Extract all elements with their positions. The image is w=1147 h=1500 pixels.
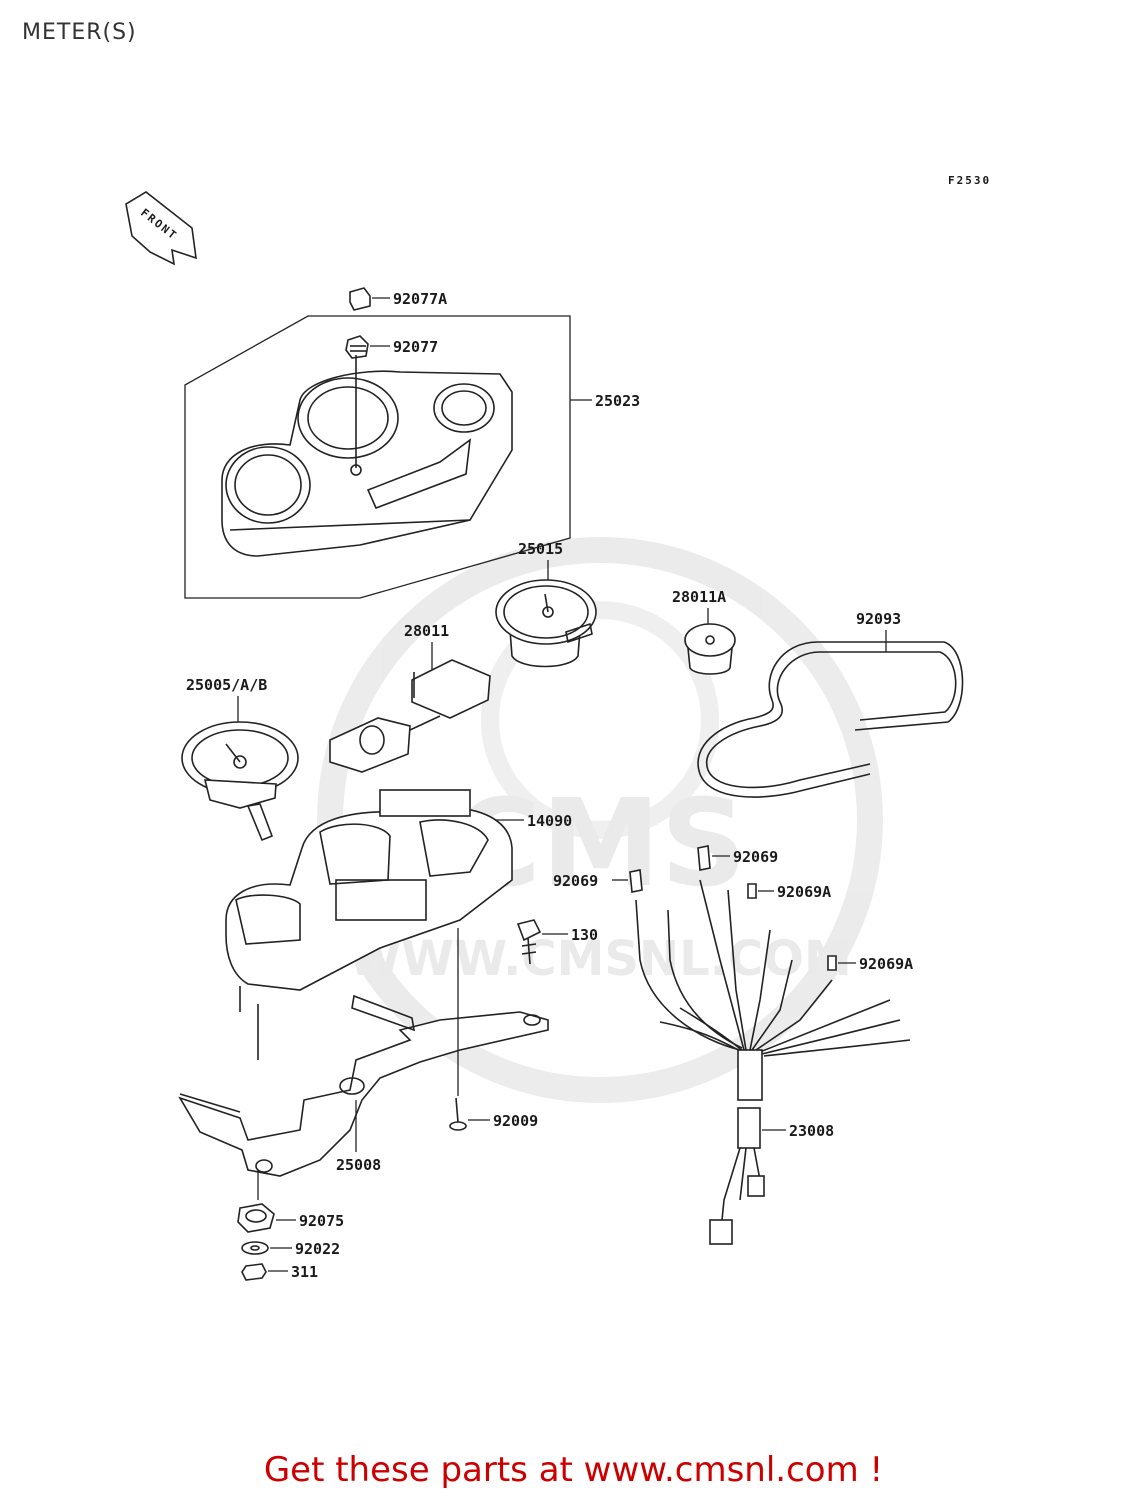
callout-28011: 28011 (404, 622, 449, 640)
figure-code: F2530 (948, 174, 991, 187)
cover-group-box (184, 315, 571, 599)
cmsnl-link[interactable]: Get these parts at www.cmsnl.com ! (263, 1450, 884, 1490)
callout-92077: 92077 (393, 338, 438, 356)
callout-92022: 92022 (295, 1240, 340, 1258)
gauge-25005 (181, 721, 299, 842)
callout-92069A-right: 92069A (859, 955, 913, 973)
bulb-92069-left-icon (629, 869, 643, 893)
cap-92077A-icon (349, 287, 371, 311)
callout-25008: 25008 (336, 1156, 381, 1174)
meter-case-14090 (225, 789, 513, 1060)
watermark-url: WWW.CMSNL.COM (348, 931, 852, 987)
screw-130-icon (516, 919, 542, 965)
callout-92093: 92093 (856, 610, 901, 628)
bulb-92069A-top-icon (747, 883, 757, 899)
callout-92069-left: 92069 (553, 872, 598, 890)
washer-92022-icon (241, 1241, 269, 1255)
bulb-92069A-right-icon (827, 955, 837, 971)
callout-14090: 14090 (527, 812, 572, 830)
bracket-28011 (329, 659, 491, 773)
seal-92093 (697, 641, 964, 798)
callout-25005: 25005/A/B (186, 676, 267, 694)
grommet-92075-icon (237, 1203, 275, 1233)
callout-92069-top: 92069 (733, 848, 778, 866)
page-title: METER(S) (22, 20, 137, 45)
callout-28011A: 28011A (672, 588, 726, 606)
callout-25023: 25023 (595, 392, 640, 410)
socket-28011A (684, 623, 736, 675)
nut-311-icon (241, 1263, 267, 1281)
front-arrow-icon: FRONT (125, 191, 197, 266)
callout-92069A-top: 92069A (777, 883, 831, 901)
bulb-92069-top-icon (697, 845, 711, 871)
callout-92077A: 92077A (393, 290, 447, 308)
callout-311: 311 (291, 1263, 318, 1281)
meter-cover-25023 (221, 355, 513, 557)
grommet-92077-icon (345, 335, 369, 359)
callout-130: 130 (571, 926, 598, 944)
parts-diagram: CMS WWW.CMSNL.COM F2530 FRONT 92077A 920… (125, 174, 991, 1281)
callout-92075: 92075 (299, 1212, 344, 1230)
callout-23008: 23008 (789, 1122, 834, 1140)
callout-92009: 92009 (493, 1112, 538, 1130)
wire-harness-23008 (635, 879, 911, 1245)
gauge-25015 (495, 579, 597, 668)
bracket-25008 (178, 994, 549, 1177)
screw-92009-icon (449, 1097, 467, 1131)
callout-25015: 25015 (518, 540, 563, 558)
